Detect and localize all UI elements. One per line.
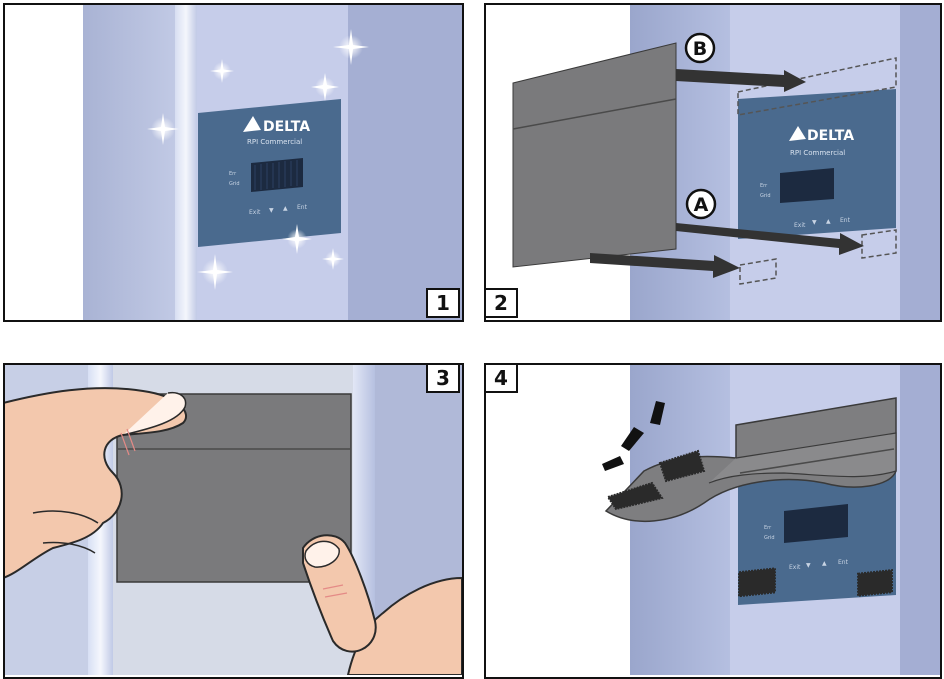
panel-1-illustration: DELTA RPI Commercial Err Grid Exit ▼ ▲ E… [3,3,462,320]
indicator-label-2: Grid [229,181,240,187]
panel-3-illustration [3,363,462,675]
button-label-down-4: ▼ [806,562,811,569]
panel-2: DELTA RPI Commercial Err Grid Exit ▼ ▲ E… [484,3,941,320]
indicator-label-4b: Grid [764,535,775,541]
button-label-down-2: ▼ [812,219,817,226]
svg-text:A: A [694,194,709,216]
button-label-down: ▼ [269,207,274,214]
button-label-enter-4: Ent [838,559,849,566]
panel-1: DELTA RPI Commercial Err Grid Exit ▼ ▲ E… [3,3,462,320]
rain-cover-sheet [513,43,676,267]
step-number-3: 3 [426,363,460,393]
callout-a-circle: A [687,190,715,218]
button-label-up-4: ▲ [822,560,827,567]
indicator-label-2a: Err [760,183,768,189]
button-label-exit-4: Exit [789,564,801,571]
button-label-enter: Ent [297,204,308,211]
inverter-display-panel: DELTA RPI Commercial Err Grid Exit ▼ ▲ E… [198,99,341,247]
inverter-display-panel: DELTA RPI Commercial Err Grid Exit ▼ ▲ E… [738,89,896,239]
button-label-up: ▲ [283,205,288,212]
step-number-1: 1 [426,288,460,318]
step-number-2: 2 [484,288,518,318]
indicator-label-2b: Grid [760,193,771,199]
button-label-enter-2: Ent [840,217,851,224]
brand-logo-text-2: DELTA [807,128,854,144]
panel-4-illustration: Err Grid Exit ▼ ▲ Ent [484,363,941,675]
callout-b-circle: B [686,34,714,62]
button-label-exit: Exit [249,209,261,216]
brand-logo-text: DELTA [263,119,310,135]
button-label-exit-2: Exit [794,222,806,229]
model-label-2: RPI Commercial [790,149,845,157]
panel-4: Err Grid Exit ▼ ▲ Ent 4 [484,363,941,675]
model-label: RPI Commercial [247,138,302,146]
step-number-4: 4 [484,363,518,393]
button-label-up-2: ▲ [826,218,831,225]
svg-text:B: B [693,38,707,60]
panel-3: 3 [3,363,462,675]
indicator-label-1: Err [229,171,237,177]
panel-2-illustration: DELTA RPI Commercial Err Grid Exit ▼ ▲ E… [484,3,941,320]
indicator-label-4a: Err [764,525,772,531]
